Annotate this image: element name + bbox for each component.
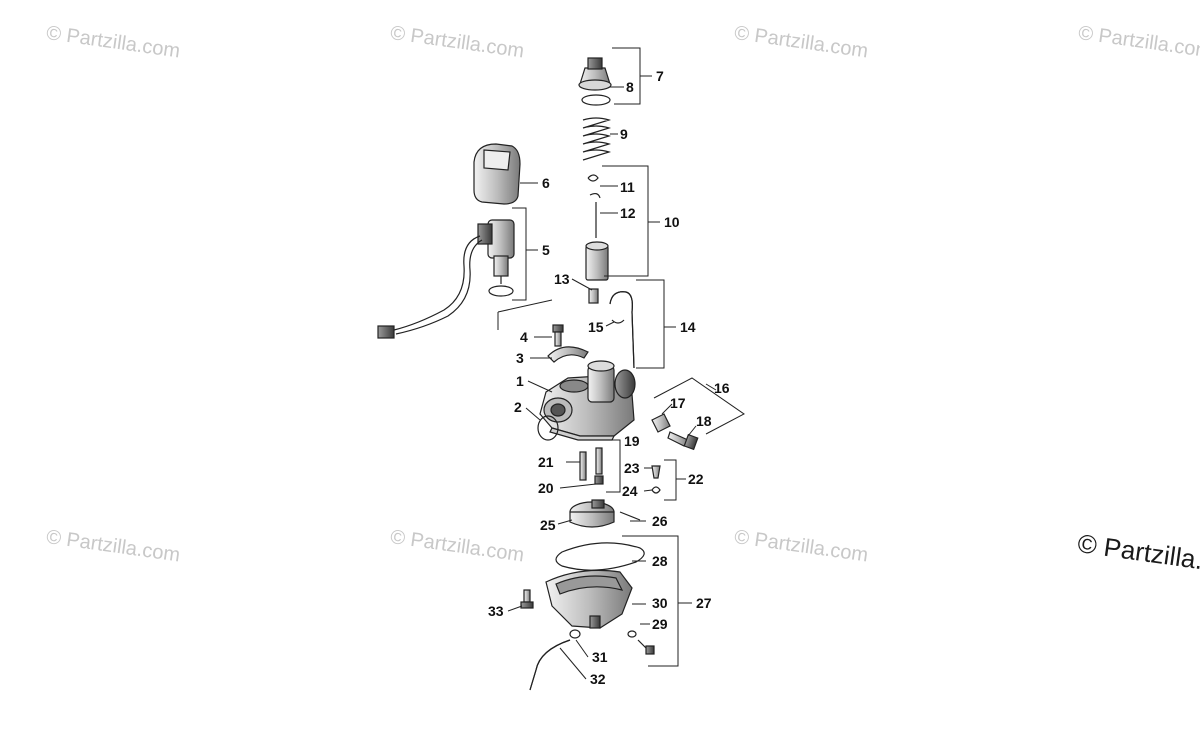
callout-8: 8	[626, 79, 634, 95]
part-11-clip	[587, 174, 599, 182]
callout-6: 6	[542, 175, 550, 191]
callout-18: 18	[696, 413, 712, 429]
callout-5: 5	[542, 242, 550, 258]
callout-4: 4	[520, 329, 528, 345]
callout-19: 19	[624, 433, 640, 449]
callout-1: 1	[516, 373, 524, 389]
callout-11: 11	[620, 179, 635, 195]
part-9-spring	[582, 117, 612, 161]
part-17-screw	[651, 413, 671, 433]
callout-22: 22	[688, 471, 704, 487]
part-6-cover	[473, 143, 521, 205]
part-12-e-clip	[589, 192, 601, 199]
callout-30: 30	[652, 595, 668, 611]
callout-21: 21	[538, 454, 554, 470]
part-32-hose	[529, 639, 571, 691]
part-1-carburetor-body	[539, 360, 636, 441]
callout-24: 24	[622, 483, 638, 499]
callout-27: 27	[696, 595, 712, 611]
callout-31: 31	[592, 649, 608, 665]
part-4-screw	[552, 324, 564, 347]
part-10-slide	[585, 241, 609, 281]
part-29-screw	[637, 639, 655, 655]
part-26-pin	[619, 511, 641, 521]
callout-15: 15	[588, 319, 604, 335]
callout-26: 26	[652, 513, 668, 529]
callout-33: 33	[488, 603, 504, 619]
part-8-washer	[581, 94, 611, 106]
part-21-jet	[579, 451, 587, 481]
part-13-jet	[588, 288, 599, 304]
part-14-tube	[609, 291, 635, 369]
callout-2: 2	[514, 399, 522, 415]
callout-16: 16	[714, 380, 730, 396]
part-27-float-bowl	[545, 569, 633, 629]
callout-13: 13	[554, 271, 570, 287]
callout-numbers: 7 8 9 6 11 12 10 5 13 14 15 4 3 1 16 17 …	[488, 68, 730, 687]
callout-7: 7	[656, 68, 664, 84]
leader-lines	[497, 47, 745, 680]
part-5-choke	[377, 219, 515, 339]
part-7-cap	[578, 57, 612, 91]
part-2-o-ring	[537, 415, 559, 441]
part-33-screw	[520, 589, 534, 609]
part-30-o-ring	[627, 630, 637, 638]
part-24-clip	[651, 486, 661, 494]
part-15-clamp	[611, 319, 625, 324]
callout-25: 25	[540, 517, 556, 533]
part-20-jet	[595, 447, 603, 475]
callout-28: 28	[652, 553, 668, 569]
callout-3: 3	[516, 350, 524, 366]
callout-32: 32	[590, 671, 606, 687]
part-3-bracket	[547, 346, 589, 363]
callout-12: 12	[620, 205, 636, 221]
part-31-clamp	[569, 629, 581, 639]
callout-10: 10	[664, 214, 680, 230]
callout-14: 14	[680, 319, 696, 335]
callout-29: 29	[652, 616, 668, 632]
callout-17: 17	[670, 395, 686, 411]
part-23-float-needle	[651, 465, 661, 479]
callout-9: 9	[620, 126, 628, 142]
callout-20: 20	[538, 480, 554, 496]
part-18-screw	[667, 431, 699, 451]
part-25-float	[569, 499, 615, 528]
callout-23: 23	[624, 460, 640, 476]
part-28-gasket	[555, 542, 645, 571]
